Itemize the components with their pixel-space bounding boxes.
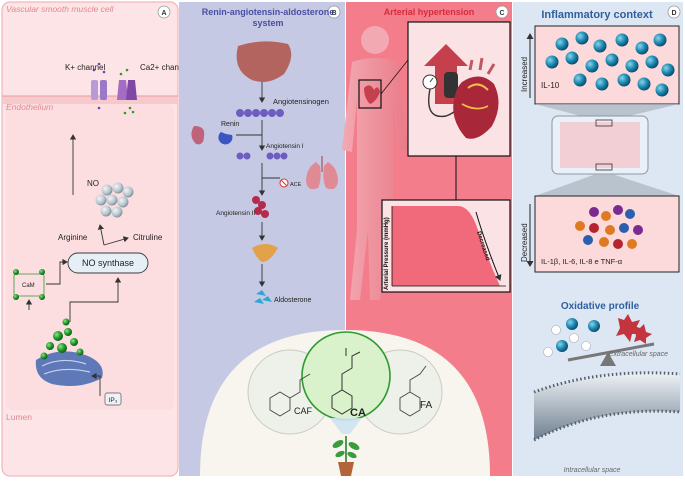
aldosterone-molecule-icon (254, 290, 272, 304)
panel-b-badge: B (331, 10, 336, 17)
ip3-label: IP₃ (109, 397, 118, 404)
aldosterone-label: Aldosterone (274, 297, 311, 304)
arginine-label: Arginine (58, 233, 88, 242)
lungs-icon (306, 156, 338, 190)
no-synthase-label: NO synthase (82, 258, 134, 268)
angiotensin1-chain-icon (236, 152, 288, 160)
ca-channel-icon (117, 68, 137, 115)
angiotensin2-molecule-icon (252, 196, 269, 218)
panel-a-title: Vascular smooth muscle cell (6, 4, 115, 14)
panel-d-badge-circle (667, 5, 681, 19)
y-axis-label: Arterial Pressure (mmHg) (384, 217, 390, 290)
panel-c-badge: C (499, 10, 504, 17)
panel-b-title-line2: system (252, 18, 283, 28)
endothelium-label: Endothelium (6, 102, 53, 112)
oxidative-title: Oxidative profile (561, 301, 640, 312)
il10-label: IL-10 (541, 81, 560, 90)
panel-d-badge: D (671, 10, 676, 17)
ip3-box (104, 392, 122, 406)
fa-structure-icon (399, 365, 427, 417)
calcium-ions-icon (40, 318, 84, 360)
human-body-icon (342, 26, 408, 300)
k-channel-icon (91, 62, 107, 110)
no-molecule-cluster-icon (95, 182, 134, 218)
angiotensinogen-chain-icon (236, 109, 284, 117)
ros-burst-icon (616, 314, 652, 344)
angiotensin2-label: Angiotensin II (216, 210, 256, 217)
ca-label: CA (350, 407, 366, 419)
liver-icon (236, 41, 292, 82)
zoom-funnel-bottom (535, 174, 679, 196)
decreased-label: Decreased (520, 223, 529, 262)
no-synthase-box (67, 252, 149, 274)
increased-label: Increased (520, 57, 529, 92)
balance-scale-icon (567, 342, 655, 366)
ace-label: ACE (290, 182, 302, 188)
panel-a-badge-circle (157, 5, 171, 19)
compounds-section: CAF CA FA (200, 330, 490, 476)
renin-label: Renin (221, 121, 239, 128)
fa-label: FA (420, 400, 433, 411)
caf-structure-icon (269, 373, 311, 417)
zoom-funnel-top (535, 104, 679, 120)
panel-c-title: Arterial hypertension (384, 7, 475, 17)
cam-label: CaM (22, 283, 35, 289)
panel-b-badge-circle (327, 5, 341, 19)
no-label: NO (87, 179, 99, 188)
lumen-label: Lumen (6, 412, 32, 422)
panel-d: D Inflammatory context Increased IL-10 (513, 2, 683, 476)
small-heart-icon (364, 85, 380, 104)
adrenal-gland-icon (252, 244, 278, 262)
cytokines-label: IL-1β, IL-6, IL-8 e TNF-α (541, 257, 623, 266)
pressure-curve-area (392, 206, 500, 286)
funnel-icon (330, 418, 362, 434)
angiotensin1-label: Angiotensin I (266, 143, 304, 150)
panel-c-badge-circle (495, 5, 509, 19)
ca-structure-icon (331, 348, 361, 415)
calmodulin-icon (13, 269, 45, 300)
intracellular-label: Intracellular space (564, 467, 621, 474)
cytokine-cells-icon (575, 205, 643, 249)
ca-circle (301, 331, 391, 421)
il10-cells-icon (545, 31, 675, 97)
panel-a-badge: A (161, 10, 166, 17)
plant-icon (332, 436, 360, 476)
ca-channel-label: Ca2+ channel (140, 63, 190, 72)
antioxidant-molecules-icon (543, 318, 600, 357)
heart-anatomy-icon (453, 57, 499, 139)
well-plate-wells-icon (560, 119, 640, 171)
citruline-label: Citruline (133, 233, 163, 242)
caf-label: CAF (294, 406, 313, 416)
k-channel-label: K+ channel (65, 63, 105, 72)
angiotensinogen-label: Angiotensinogen (273, 97, 329, 106)
endothelium-layer (2, 96, 178, 104)
extracellular-label: Extracellular space (609, 351, 668, 358)
endoplasmic-reticulum-icon (35, 351, 103, 386)
renin-enzyme-icon (218, 132, 233, 145)
panel-b-title-line1: Renin-angiotensin-aldosterone (202, 7, 335, 17)
panel-a: A Vascular smooth muscle cell K+ channel… (1, 1, 190, 477)
ace-inhibit-icon (279, 178, 289, 188)
panel-d-title: Inflammatory context (541, 9, 653, 21)
cell-membrane-icon (533, 371, 681, 442)
kidney-icon (191, 126, 205, 145)
